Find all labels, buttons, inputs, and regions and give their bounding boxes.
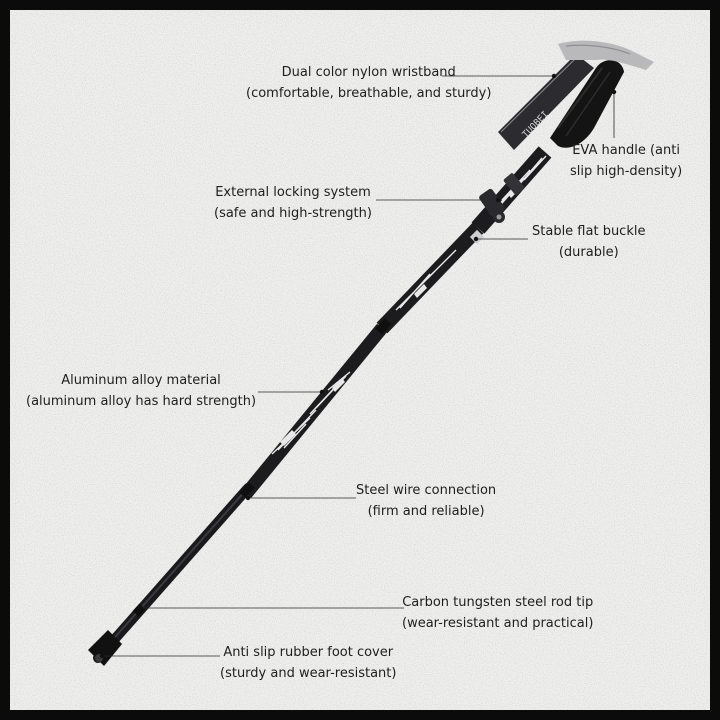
middle-joint bbox=[375, 318, 392, 335]
callout-locking-system: External locking system (safe and high-s… bbox=[214, 182, 372, 224]
callout-locking-title: External locking system bbox=[215, 185, 371, 200]
callout-rod-tip-detail: (wear-resistant and practical) bbox=[402, 616, 594, 631]
trekking-pole-illustration: TUOBEI bbox=[10, 10, 710, 710]
callout-buckle-detail: (durable) bbox=[558, 245, 619, 260]
pole-lower-highlight bbox=[99, 489, 247, 655]
callout-wristband-title: Dual color nylon wristband bbox=[281, 65, 456, 80]
pole-middle-section bbox=[240, 323, 388, 499]
callout-wristband-detail: (comfortable, breathable, and sturdy) bbox=[246, 86, 492, 101]
steel-wire-joint bbox=[239, 482, 255, 498]
callout-steel-wire-detail: (firm and reliable) bbox=[367, 504, 485, 519]
callout-eva-handle-detail: slip high-density) bbox=[570, 164, 683, 179]
eva-handle bbox=[550, 40, 654, 148]
product-image-frame: TUOBEI bbox=[10, 10, 710, 710]
callout-foot-cover-title: Anti slip rubber foot cover bbox=[223, 645, 394, 660]
callout-steel-wire: Steel wire connection (firm and reliable… bbox=[356, 480, 496, 522]
callout-eva-handle-title: EVA handle (anti bbox=[572, 143, 680, 158]
callout-leader-lines bbox=[99, 73, 617, 659]
flat-buckle bbox=[469, 173, 525, 245]
callout-foot-cover-detail: (sturdy and wear-resistant) bbox=[220, 666, 397, 681]
callout-aluminum-alloy: Aluminum alloy material (aluminum alloy … bbox=[26, 370, 256, 412]
callout-wristband: Dual color nylon wristband (comfortable,… bbox=[246, 62, 491, 104]
callout-steel-wire-title: Steel wire connection bbox=[356, 483, 497, 498]
rod-tip bbox=[132, 603, 146, 617]
callout-eva-handle: EVA handle (anti slip high-density) bbox=[570, 140, 682, 182]
callout-rod-tip-title: Carbon tungsten steel rod tip bbox=[402, 595, 594, 610]
callout-flat-buckle: Stable flat buckle (durable) bbox=[532, 221, 645, 263]
callout-foot-cover: Anti slip rubber foot cover (sturdy and … bbox=[220, 642, 396, 684]
callout-buckle-title: Stable flat buckle bbox=[532, 224, 646, 239]
callout-aluminum-title: Aluminum alloy material bbox=[61, 373, 221, 388]
pole-upper-section bbox=[376, 222, 484, 334]
callout-locking-detail: (safe and high-strength) bbox=[214, 206, 372, 221]
callout-aluminum-detail: (aluminum alloy has hard strength) bbox=[26, 394, 257, 409]
callout-rod-tip: Carbon tungsten steel rod tip (wear-resi… bbox=[402, 592, 593, 634]
